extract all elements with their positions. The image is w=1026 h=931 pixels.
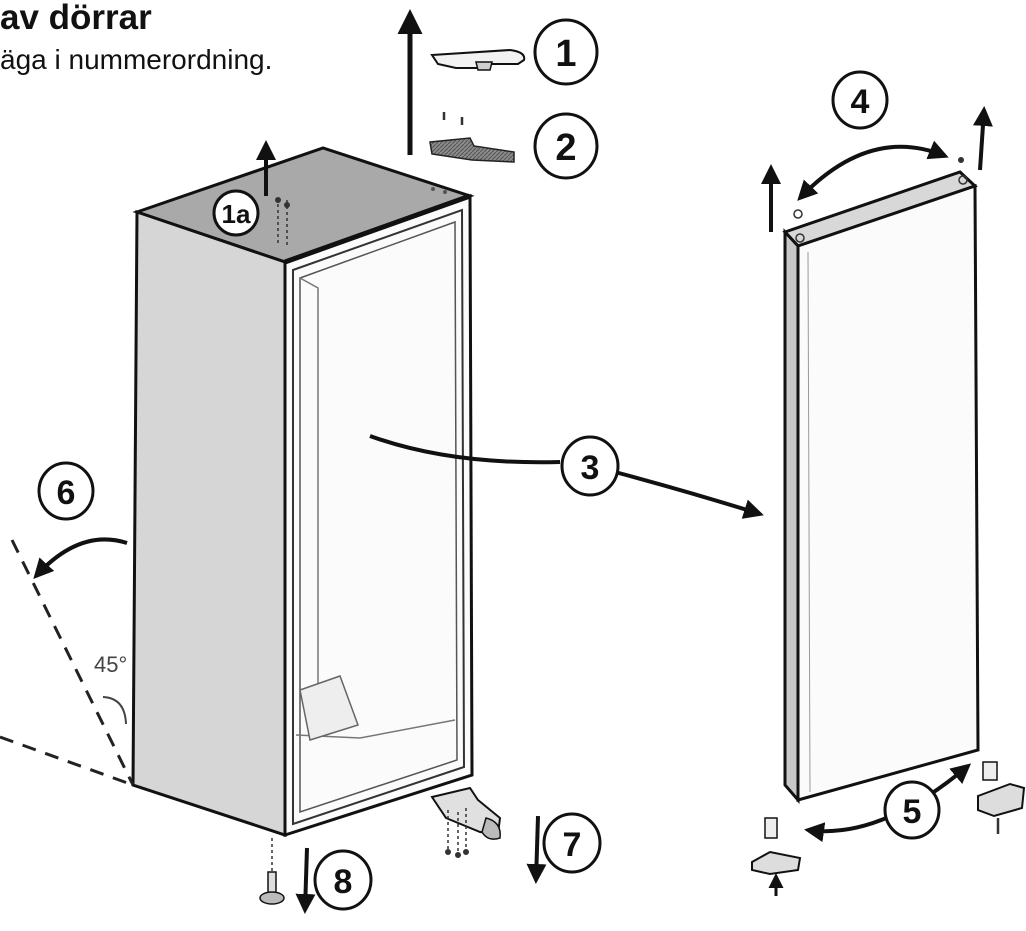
step-1-circle (533, 18, 599, 86)
step-4-double-arrow (797, 140, 949, 201)
door-bottom-clip-left (764, 817, 778, 839)
door-front (796, 183, 980, 802)
door-pin-right (958, 157, 964, 163)
bottom-hinge-screw-3 (463, 849, 469, 855)
step-3-move-door: 3 (369, 434, 764, 519)
diagram-title: av dörrar (0, 0, 152, 37)
door-side (783, 228, 800, 805)
door-bottom-bracket-left (751, 850, 802, 876)
fridge-door (761, 106, 993, 805)
door-bottom-bracket-right (977, 782, 1026, 818)
step-4-circle (831, 70, 889, 130)
cabinet-front-frame (292, 208, 466, 826)
fridge-cabinet (131, 146, 475, 838)
top-screw-2 (284, 202, 290, 208)
foot-stem (267, 871, 277, 895)
cabinet-inner-left-wall (299, 277, 319, 700)
cabinet-top-edge (284, 193, 471, 265)
hinge-plate-part (429, 137, 515, 163)
foot-base (259, 891, 285, 905)
door-lift-arrow-right (972, 106, 993, 171)
step-1a-screws: 1a (212, 140, 276, 237)
step-1a-label: 1a (222, 199, 251, 229)
cabinet-side (131, 209, 287, 838)
door-top-hole-right (958, 175, 968, 185)
bottom-hinge-knob (481, 817, 501, 840)
step-3-circle (560, 435, 620, 497)
step-8-circle (313, 849, 373, 911)
hinge-cover-clip (475, 61, 493, 71)
step-5-bottom-parts: 5 (751, 761, 1026, 896)
step-3-arrow-in (369, 434, 561, 465)
tilt-angle-arc (102, 696, 127, 725)
step-7-label: 7 (563, 826, 582, 864)
step-3-label: 3 (581, 449, 600, 487)
cabinet-inner-opening (299, 220, 458, 814)
step-1-hinge-cover: 1 (397, 9, 599, 155)
bottom-hinge-screw-1 (445, 849, 451, 855)
step-4-label: 4 (851, 83, 870, 121)
door-bottom-clip-right (982, 761, 998, 781)
cabinet-inner-crisper (299, 675, 359, 741)
step-7-circle (542, 812, 602, 874)
step-7-bottom-hinge: 7 (430, 786, 602, 884)
tilt-angle-label: 45° (94, 652, 127, 677)
step-3-arrow-out (614, 470, 764, 519)
step-6-tilt: 45° 6 (0, 461, 135, 787)
step-6-arrow (33, 537, 128, 579)
step-2-circle (533, 112, 599, 180)
step-5-double-arrow (804, 763, 972, 843)
top-hole-2 (443, 190, 447, 194)
step-8-arrow (295, 847, 316, 914)
step-2-hinge-plate: 2 (429, 112, 599, 180)
step-1a-circle (212, 189, 260, 237)
step-6-circle (37, 461, 95, 521)
step-2-label: 2 (555, 127, 576, 169)
diagram-instruction: äga i nummerordning. (0, 44, 273, 75)
step-5-circle (883, 780, 941, 840)
step-4-swap-pins: 4 (797, 70, 949, 201)
tilt-guide-line-upper (10, 539, 135, 786)
step-7-arrow (526, 815, 547, 884)
step-8-foot: 8 (259, 838, 373, 914)
step-5-label: 5 (903, 793, 922, 831)
step-6-label: 6 (57, 474, 76, 512)
door-inner-edge (807, 251, 811, 793)
step-8-label: 8 (334, 863, 353, 901)
step-1-label: 1 (555, 33, 576, 75)
hinge-cover-part (430, 48, 526, 69)
top-screw-1 (275, 197, 281, 203)
bottom-hinge-screw-2 (455, 852, 461, 858)
door-pin-left (793, 209, 803, 219)
door-top-hole-left (795, 233, 805, 243)
top-hole-1 (431, 187, 435, 191)
